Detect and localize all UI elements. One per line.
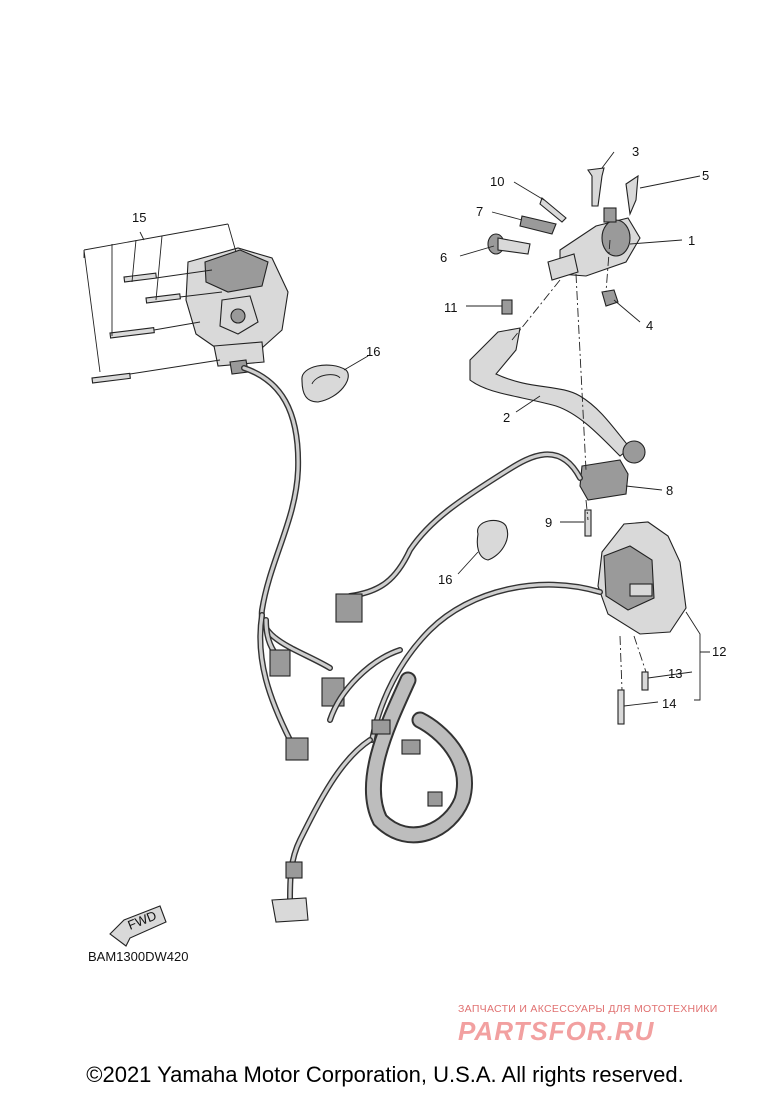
callout-1: 1 [688,233,695,248]
lever-holder-1 [547,207,641,281]
diagram-code: BAM1300DW420 [88,949,189,964]
callout-3: 3 [632,144,639,159]
switch-8 [335,451,629,623]
copyright-notice: ©2021 Yamaha Motor Corporation, U.S.A. A… [86,1062,684,1087]
callout-7: 7 [476,204,483,219]
right-handlebar-switch [597,521,687,635]
callout-12: 12 [712,644,726,659]
callout-16-lower: 16 [438,572,452,587]
callout-2: 2 [503,410,510,425]
left-handlebar-switch [185,247,289,375]
callout-15: 15 [132,210,146,225]
lever-2 [469,327,646,464]
right-wire-harness [271,581,603,923]
left-wire-harness [241,365,345,761]
pivot-6 [487,233,531,255]
callout-13: 13 [668,666,682,681]
screw-10 [539,197,567,223]
screw-13 [641,671,649,691]
screws-15 [91,269,223,384]
band-16-upper [301,364,349,403]
callout-11: 11 [444,300,458,315]
callout-10: 10 [490,174,504,189]
screw-14 [617,689,625,725]
watermark-tagline: ЗАПЧАСТИ И АКСЕССУАРЫ ДЛЯ МОТОТЕХНИКИ [458,1003,718,1015]
callout-8: 8 [666,483,673,498]
callout-9: 9 [545,515,552,530]
callout-leaders [343,151,710,707]
collar-11 [501,299,513,315]
nut-4 [601,289,619,307]
watermark-logo: PARTSFOR.RU [458,1016,655,1046]
band-16-lower [476,519,508,561]
bolt-5 [625,174,639,217]
callout-6: 6 [440,250,447,265]
callout-14: 14 [662,696,676,711]
callout-4: 4 [646,318,653,333]
callout-5: 5 [702,168,709,183]
screw-9 [584,509,592,537]
callout-16-upper: 16 [366,344,380,359]
screw-7 [519,215,557,235]
bolt-3 [587,167,605,207]
fwd-arrow: FWD [109,905,167,947]
